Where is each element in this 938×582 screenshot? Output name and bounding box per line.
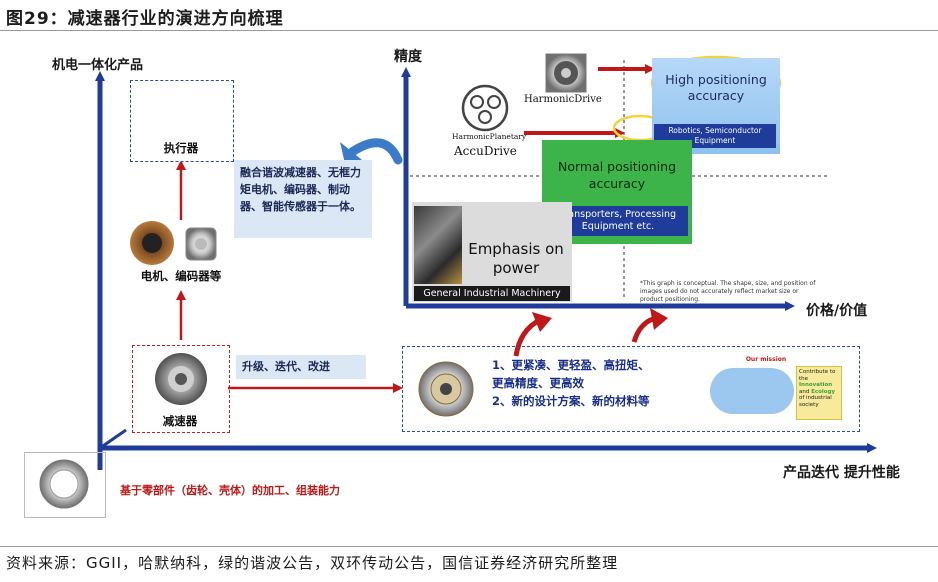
improvement-box [402, 346, 860, 432]
improvement-list: 1、更紧凑、更轻盈、高扭矩、 更高精度、更高效 2、新的设计方案、新的材料等 [492, 356, 692, 410]
brand-harmonic-planetary: HarmonicPlanetary [452, 132, 527, 141]
actuator-box [130, 80, 234, 162]
improvement-item-2: 更高精度、更高效 [492, 376, 584, 390]
source-note: 资料来源：GGII，哈默纳科，绿的谐波公告，双环传动公告，国信证券经济研究所整理 [6, 554, 619, 572]
actuator-label: 执行器 [163, 141, 199, 155]
harmonic-planetary-icon [461, 84, 509, 132]
reducer-box [132, 345, 230, 433]
outer-y-axis-label: 机电一体化产品 [52, 58, 144, 73]
outer-origin-tick [99, 428, 127, 450]
normal-accuracy-title: Normal positioning accuracy [557, 159, 677, 191]
base-capability-label: 基于零部件（齿轮、壳体）的加工、组装能力 [120, 484, 340, 497]
motor-encoder-label: 电机、编码器等 [140, 269, 222, 283]
mission-text: Contribute to the Innovation and Ecology… [796, 366, 842, 420]
brand-accudrive: AccuDrive [454, 144, 517, 158]
power-sub: General Industrial Machinery [414, 286, 570, 301]
brand-harmonic-drive: HarmonicDrive [524, 94, 602, 105]
high-accuracy-title: High positioning accuracy [665, 72, 767, 103]
integration-note: 融合谐波减速器、无框力矩电机、编码器、制动器、智能传感器于一体。 [234, 160, 372, 238]
harmonic-drive-icon [545, 53, 587, 93]
upgrade-label: 升级、迭代、改进 [236, 355, 366, 379]
figure-title: 图29：减速器行业的演进方向梳理 [6, 9, 284, 29]
gear-photo-icon [414, 206, 462, 284]
improved-reducer-icon [418, 361, 474, 417]
title-divider [0, 30, 938, 31]
mission-title: Our mission [745, 356, 787, 363]
power-title: Emphasis on power [468, 240, 564, 277]
bottom-divider [0, 546, 938, 547]
improvement-item-3: 2、新的设计方案、新的材料等 [492, 394, 650, 408]
motor-icon [130, 221, 174, 265]
improvement-item-1: 1、更紧凑、更轻盈、高扭矩、 [492, 358, 650, 372]
chart-footnote: *This graph is conceptual. The shape, si… [640, 280, 816, 303]
encoder-icon [185, 227, 217, 261]
inner-x-axis-label: 价格/价值 [806, 303, 868, 319]
mission-cycle [710, 368, 794, 414]
base-component-box [24, 452, 106, 518]
reducer-label: 减速器 [162, 414, 198, 428]
inner-y-axis-label: 精度 [394, 49, 422, 65]
outer-x-axis-label: 产品迭代 提升性能 [783, 465, 900, 481]
reducer-icon [155, 353, 207, 405]
mission-diagram: Our mission Contribute to the Innovation… [700, 356, 850, 426]
base-ring-icon [39, 459, 89, 509]
